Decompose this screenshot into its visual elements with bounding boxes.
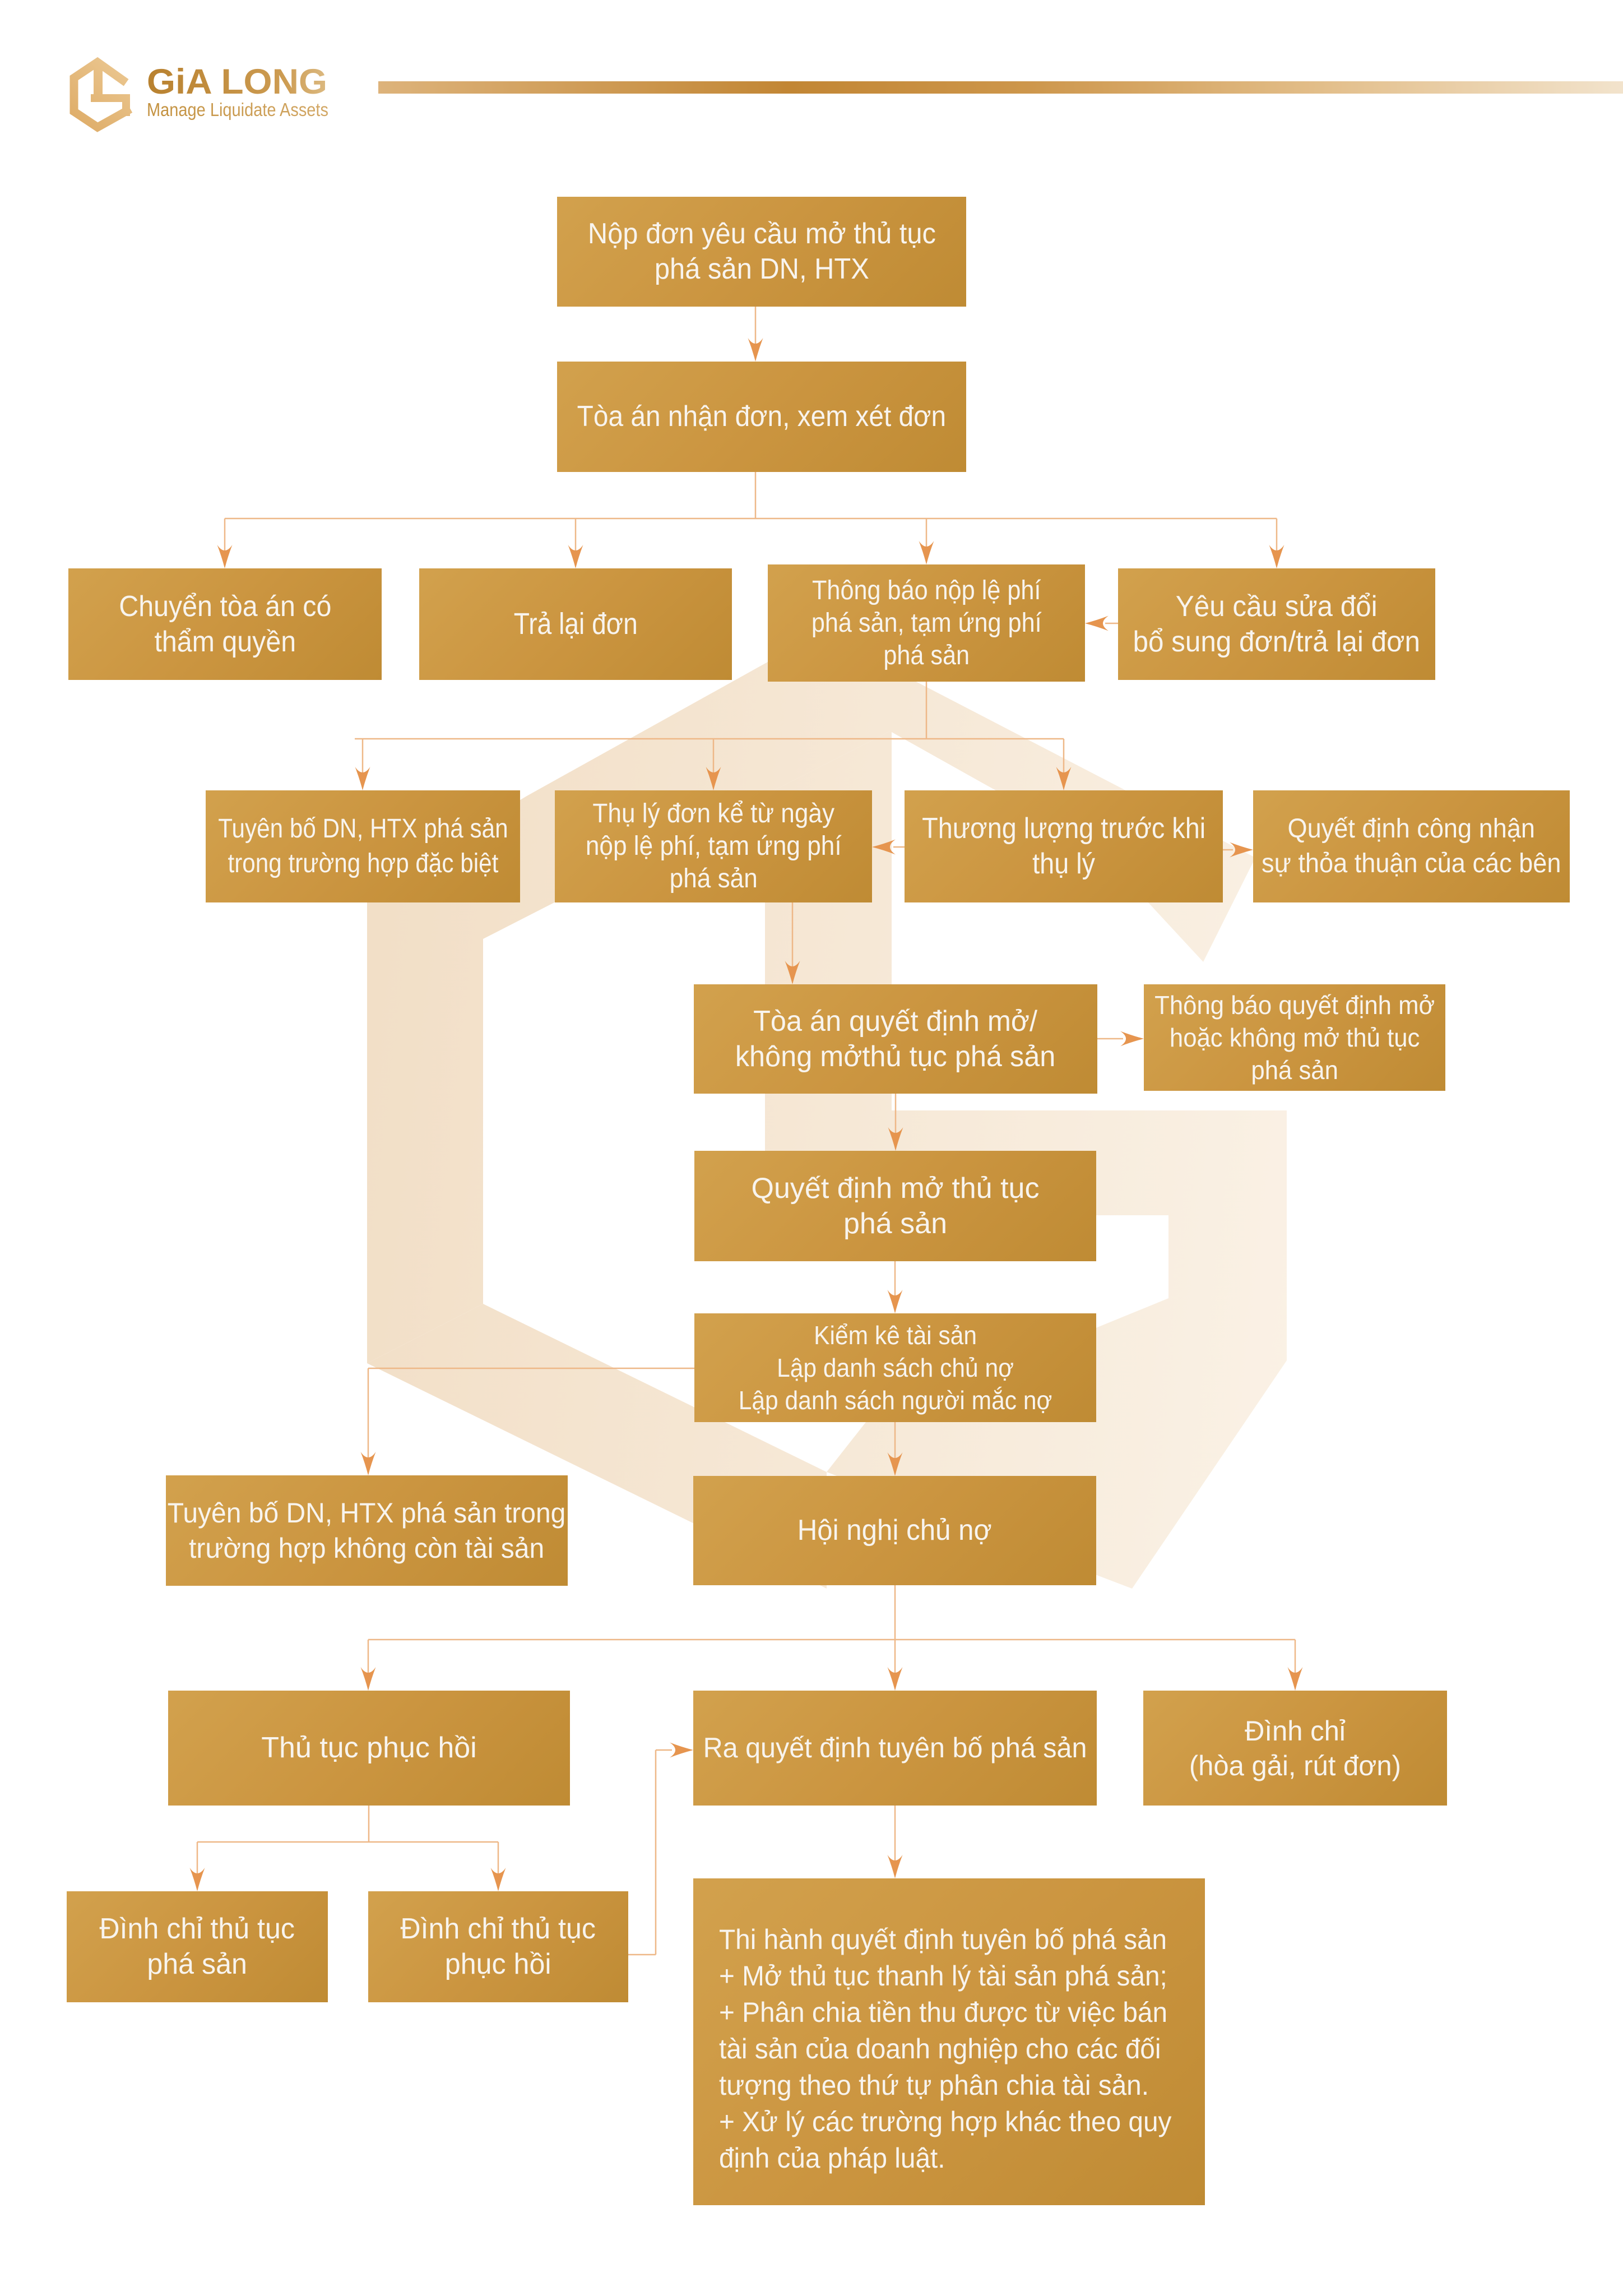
svg-text:Manage Liquidate Assets: Manage Liquidate Assets	[147, 99, 328, 120]
svg-text:GiA LONG: GiA LONG	[147, 62, 327, 101]
